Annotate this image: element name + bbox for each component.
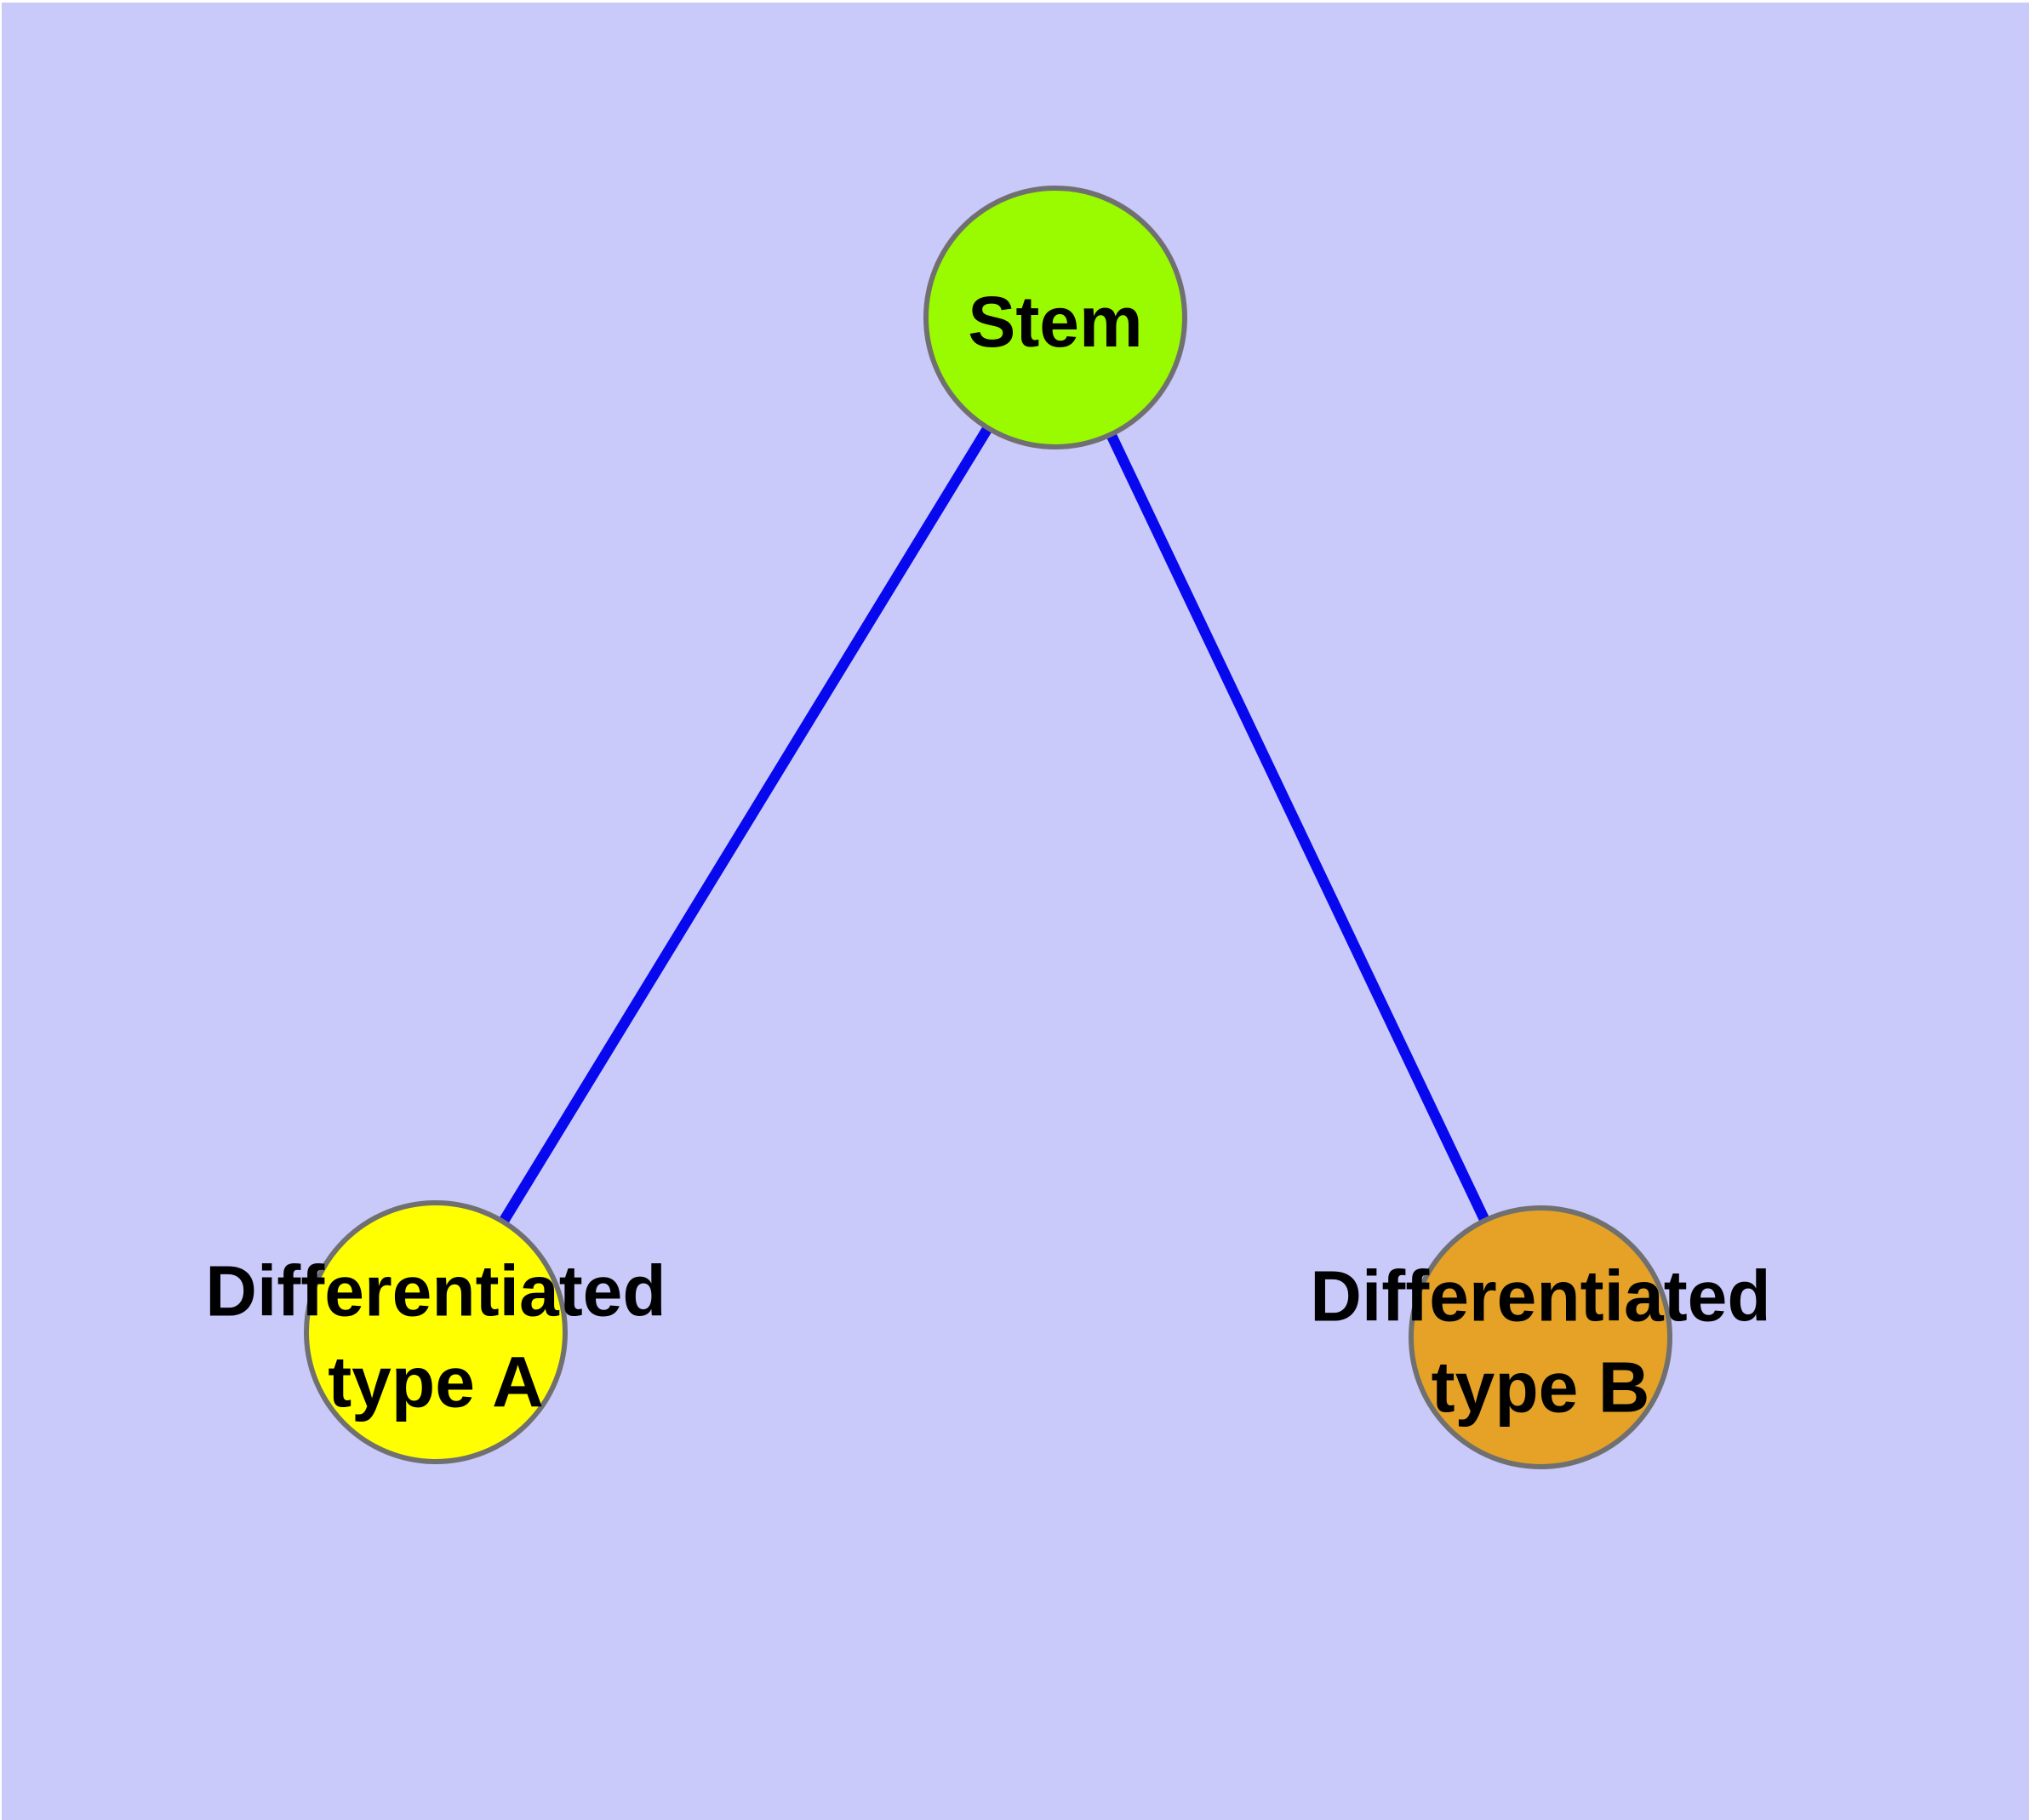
nodes-layer	[304, 186, 1672, 1469]
edges-layer	[431, 314, 1546, 1340]
left-margin-strip	[0, 0, 2, 1820]
node-type-a-label: Differentiated type A	[205, 1251, 666, 1422]
node-type-b-label: Differentiated type B	[1310, 1256, 1770, 1428]
node-stem-label-line-1: Stem	[968, 282, 1142, 362]
node-type-a-circle	[304, 1200, 568, 1464]
edge-stem-to-type-b	[1050, 315, 1546, 1340]
edge-stem-to-type-a	[431, 314, 1060, 1336]
node-stem-circle	[923, 186, 1187, 449]
node-type-a-label-line-1: Differentiated	[205, 1251, 666, 1331]
node-type-b-label-line-2: type B	[1432, 1348, 1650, 1428]
node-type-b-label-line-1: Differentiated	[1310, 1256, 1770, 1336]
top-margin-strip	[0, 0, 2029, 3]
node-type-a-label-line-2: type A	[328, 1342, 544, 1422]
node-stem-label: Stem	[968, 282, 1142, 362]
node-type-b-circle	[1409, 1205, 1672, 1469]
